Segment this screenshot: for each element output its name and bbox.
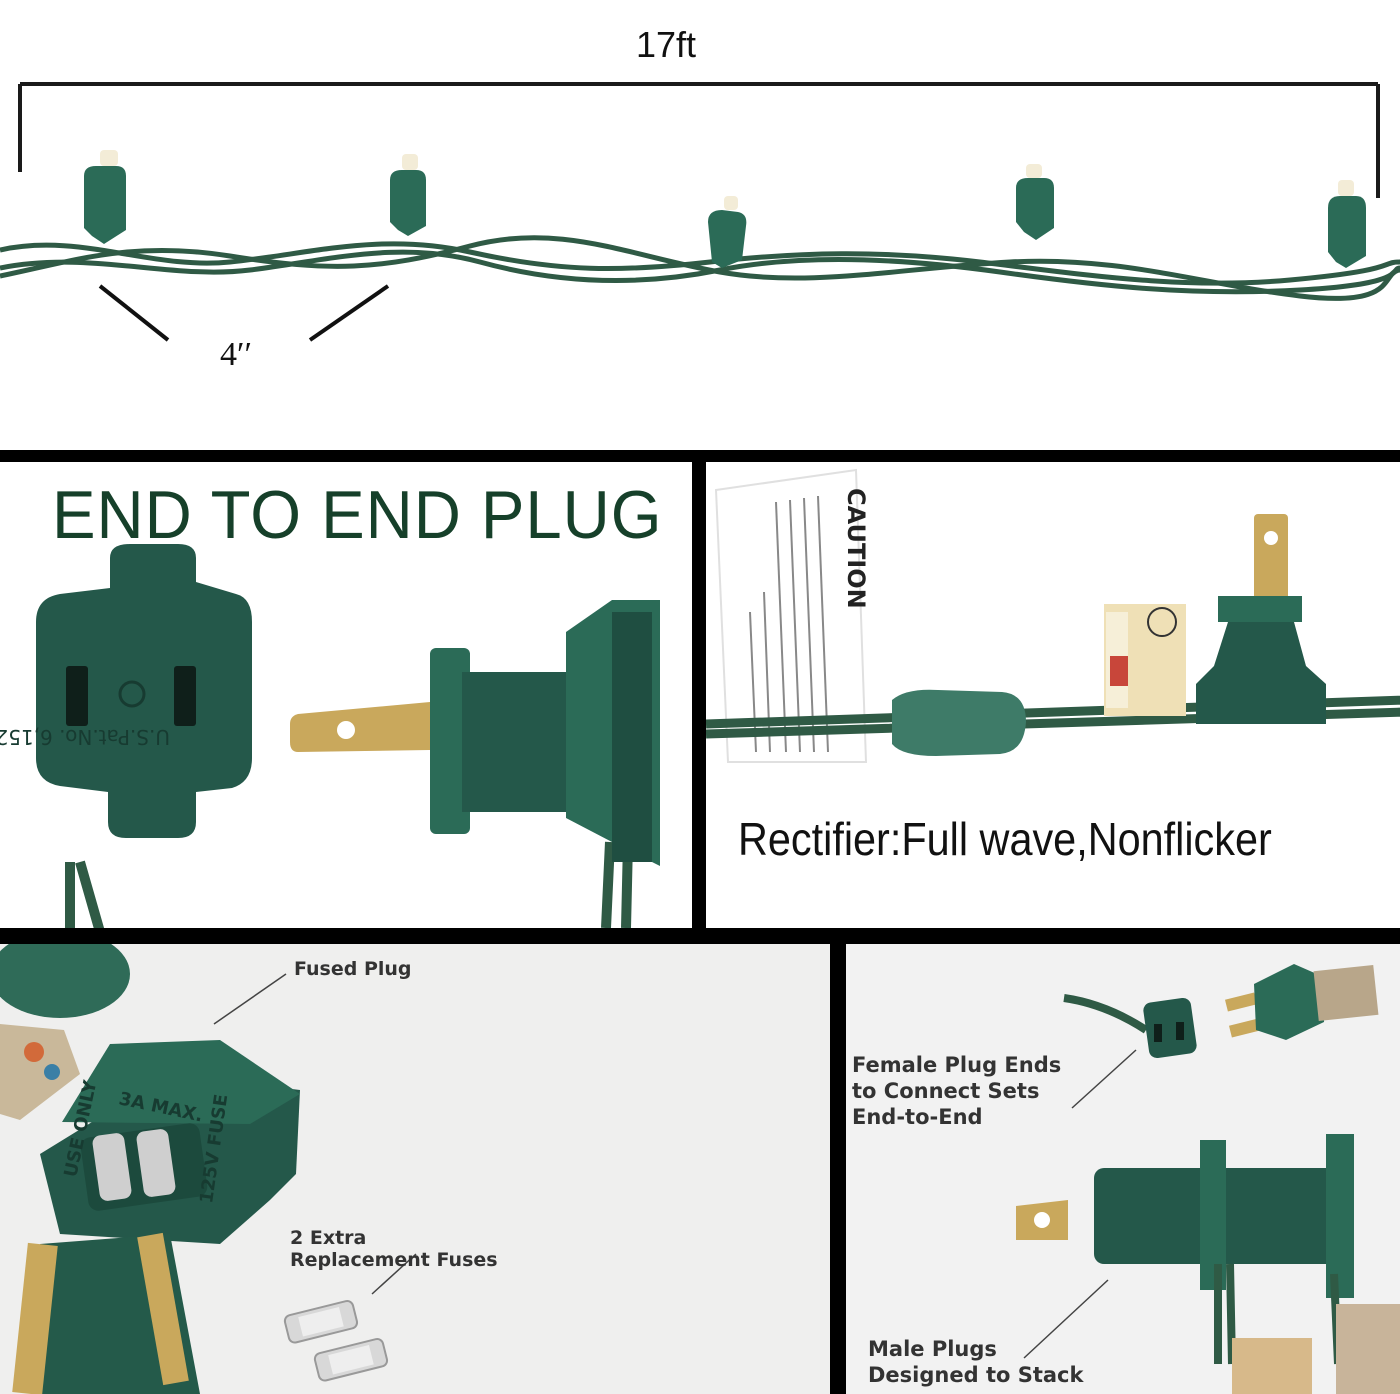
female-plug-callout: Female Plug Ends to Connect Sets End-to-… xyxy=(852,1052,1061,1130)
length-bracket xyxy=(18,82,1380,198)
female-line-2: to Connect Sets xyxy=(852,1079,1040,1103)
end-to-end-plug-photo: U.S.Pat.No. 6,152,770 xyxy=(0,544,660,928)
spare-fuses xyxy=(283,1299,389,1382)
string-length-panel: 17ft 4′′ xyxy=(0,0,1400,450)
rectifier-caption: Rectifier:Full wave,Nonflicker xyxy=(738,813,1272,865)
callout-lines xyxy=(213,973,417,1295)
female-line-1: Female Plug Ends xyxy=(852,1053,1062,1077)
female-line-3: End-to-End xyxy=(852,1105,983,1129)
replacement-fuses-callout: 2 Extra Replacement Fuses xyxy=(290,1227,498,1271)
male-plug-end-top xyxy=(1224,964,1379,1040)
stacked-male-plugs xyxy=(1016,1134,1400,1394)
bulbs xyxy=(84,150,1366,268)
female-plug-end xyxy=(1063,994,1197,1059)
fused-plug-body: USE ONLY 3A MAX. 125V FUSE xyxy=(12,1040,300,1394)
fused-plug-label: Fused Plug xyxy=(294,958,412,980)
panel-title: END TO END PLUG xyxy=(52,477,663,553)
ul-label xyxy=(1104,604,1186,716)
fused-plug-callout: Fused Plug xyxy=(294,956,412,982)
wire xyxy=(0,235,1400,301)
female-socket: U.S.Pat.No. 6,152,770 xyxy=(0,544,252,928)
horizontal-divider-bottom xyxy=(0,928,1400,944)
label-card xyxy=(0,1024,80,1120)
total-length-label: 17ft xyxy=(636,24,697,65)
spacing-marks xyxy=(98,284,390,342)
fused-plug-photo: USE ONLY 3A MAX. 125V FUSE xyxy=(0,944,417,1394)
stacking-plugs-panel: Female Plug Ends to Connect Sets End-to-… xyxy=(846,944,1400,1394)
bulb-4 xyxy=(1016,164,1054,240)
bulb-spacing-label: 4′′ xyxy=(220,336,252,373)
caution-tag: CAUTION xyxy=(714,468,870,763)
male-plug xyxy=(290,600,660,928)
rectifier-photo: CAUTION xyxy=(706,468,1400,763)
bulb-2 xyxy=(390,154,426,236)
vertical-divider-bottom xyxy=(830,940,846,1394)
vertical-divider-mid xyxy=(692,450,706,942)
socket-patent-text: U.S.Pat.No. 6,152,770 xyxy=(0,725,170,749)
rectifier-panel: CAUTION Rectifier:Full wave,Nonflicker xyxy=(706,462,1400,928)
callout-lines xyxy=(1023,1049,1137,1359)
light-string-illustration xyxy=(0,82,1400,342)
male-line-1: Male Plugs xyxy=(868,1337,997,1361)
end-to-end-plug-panel: END TO END PLUG U.S.Pat.No. 6,152,770 xyxy=(0,462,692,928)
bulb-5 xyxy=(1328,180,1366,268)
fuses-line-1: 2 Extra xyxy=(290,1227,367,1249)
fused-plug-panel: USE ONLY 3A MAX. 125V FUSE Fused Plug 2 … xyxy=(0,944,830,1394)
stacking-plugs-photo xyxy=(1016,964,1400,1394)
male-line-2: Designed to Stack xyxy=(868,1363,1084,1387)
male-plug-upright xyxy=(1196,514,1326,724)
bulb-1 xyxy=(84,150,126,244)
caution-heading: CAUTION xyxy=(842,488,870,609)
bulb-3 xyxy=(708,196,747,268)
fuses-line-2: Replacement Fuses xyxy=(290,1249,498,1271)
male-plug-callout: Male Plugs Designed to Stack xyxy=(868,1336,1083,1388)
